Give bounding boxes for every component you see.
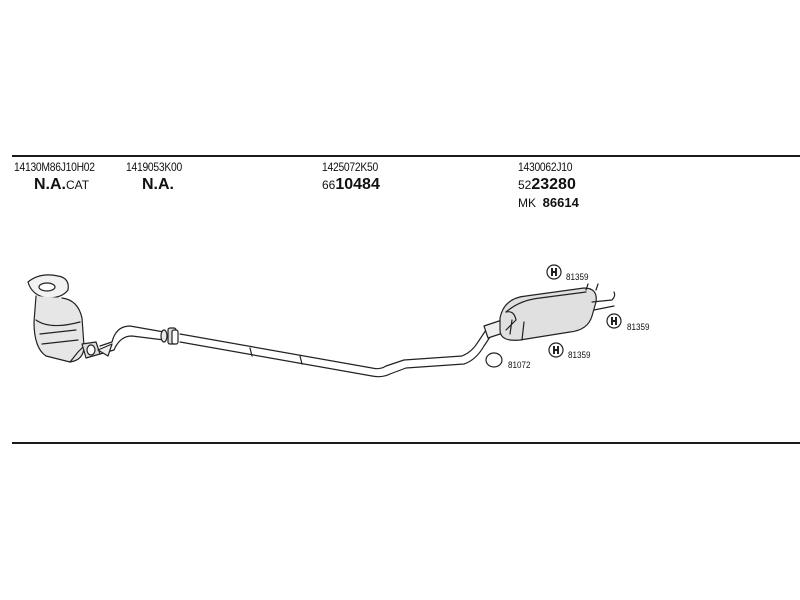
fitting-label: 81072: [508, 360, 531, 370]
front-pipe-drawing: [97, 325, 168, 357]
part-ref-suffix: CAT: [66, 178, 90, 192]
part-ref: 5223280: [518, 176, 581, 194]
rubber-mount-2-icon: [606, 313, 622, 329]
clamp-drawing: [167, 327, 179, 345]
part-rear-silencer: 1430062J10 5223280 MK 86614: [518, 160, 581, 210]
part-number: 1419053K00: [126, 160, 182, 174]
part-ref-value: N.A.: [34, 176, 66, 193]
rubber-mount-1-icon: [546, 264, 562, 280]
rubber-mount-3-icon: [548, 342, 564, 358]
fitting-label: 81359: [568, 350, 591, 360]
part-ref-value: 10484: [335, 176, 380, 193]
bottom-rule: [12, 442, 800, 444]
part-ref-prefix: 52: [518, 178, 532, 192]
part-number: 1430062J10: [518, 160, 573, 174]
fitting-label: 81359: [627, 322, 650, 332]
part-front-pipe: 1419053K00 N.A.: [126, 160, 191, 194]
part-ref-value: 23280: [531, 176, 576, 193]
part-number: 1425072K50: [322, 160, 378, 174]
mounting-kit: MK 86614: [518, 195, 581, 210]
fitting-label: 81359: [566, 272, 589, 282]
mounting-kit-prefix: MK: [518, 196, 536, 210]
part-ref: 6610484: [322, 176, 387, 194]
part-number: 14130M86J10H02: [14, 160, 95, 174]
middle-pipe-drawing: [179, 329, 493, 378]
mounting-kit-value: 86614: [542, 195, 579, 210]
part-ref: N.A.CAT: [34, 176, 108, 194]
part-ref: N.A.: [142, 176, 174, 193]
part-middle-pipe: 1425072K50 6610484: [322, 160, 387, 194]
catalytic-converter-drawing: [27, 274, 101, 363]
part-ref-prefix: 66: [322, 178, 336, 192]
top-rule: [12, 155, 800, 157]
rear-silencer-drawing: [483, 283, 616, 341]
part-catalytic-converter: 14130M86J10H02 N.A.CAT: [14, 160, 108, 194]
gasket-ring-icon: [485, 352, 503, 368]
